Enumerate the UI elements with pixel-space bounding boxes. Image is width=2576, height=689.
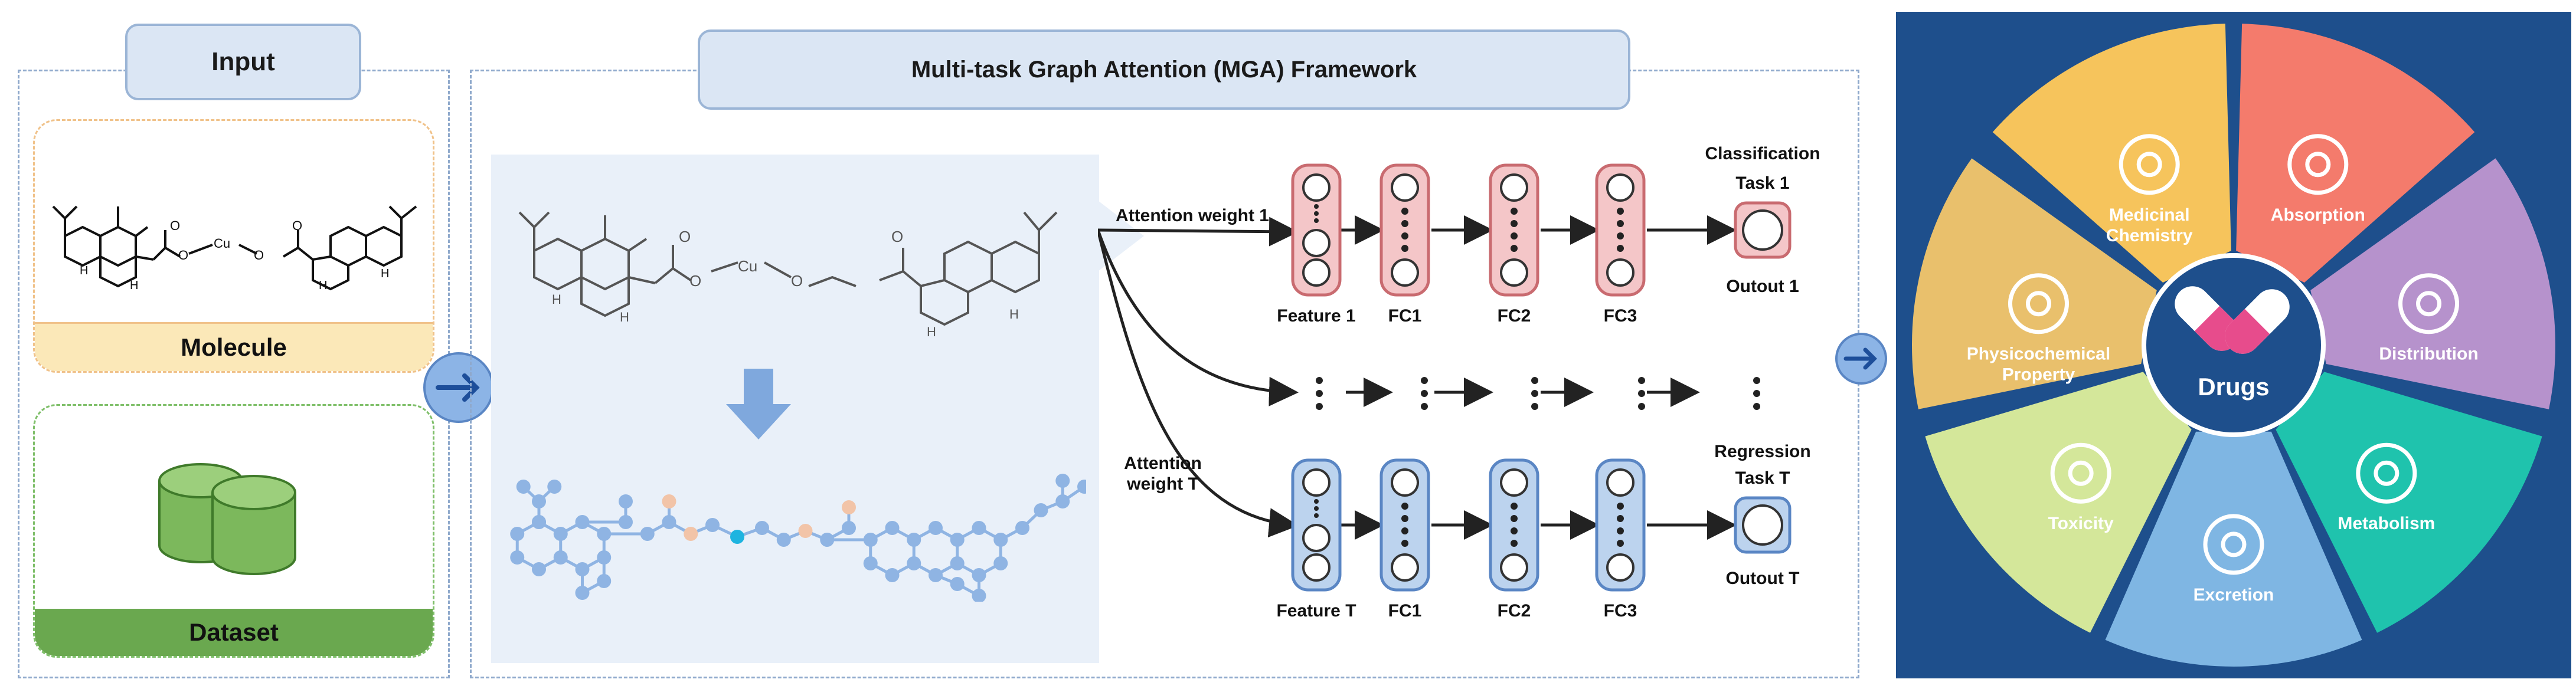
framework-title-text: Multi-task Graph Attention (MGA) Framewo…: [911, 56, 1417, 83]
attention-weight-t-line1: Attention: [1124, 454, 1202, 473]
wheel-icon-excretion-icon: [2203, 514, 2264, 575]
graph-nodes: [510, 474, 1086, 602]
wheel-icon-metabolism-icon: [2356, 442, 2417, 504]
dataset-label-band: Dataset: [35, 609, 433, 656]
dataset-card: Dataset: [33, 404, 434, 658]
top-output-node: [1734, 201, 1792, 259]
attention-weight-t-line2: weight T: [1126, 474, 1199, 494]
task-t-label: Task T: [1735, 468, 1790, 488]
fw-mol-h1: H: [552, 292, 561, 307]
wheel-center-hub: Drugs: [2142, 253, 2326, 437]
top-feature-layer: [1291, 163, 1342, 297]
regression-label: Regression: [1714, 442, 1810, 461]
top-fc2-label: FC2: [1498, 306, 1531, 326]
output-1-label: Outout 1: [1726, 277, 1799, 296]
wheel-label-medicinal: Medicinal: [2109, 205, 2190, 225]
top-fc3-label: FC3: [1604, 306, 1637, 326]
attention-arrow-t: [1098, 229, 1299, 538]
fw-mol-h3: H: [927, 324, 936, 339]
wheel-segment-metabolism: Metabolism: [2276, 372, 2542, 633]
top-fc1-label: FC1: [1388, 306, 1422, 326]
wheel-label-metabolism: Metabolism: [2338, 514, 2435, 533]
feature-1-label: Feature 1: [1277, 306, 1355, 326]
down-arrow: [726, 369, 791, 439]
input-mol-h2: H: [130, 279, 138, 292]
bottom-output-node: [1734, 496, 1792, 554]
attention-weight-1-label: Attention weight 1: [1116, 206, 1269, 225]
region-pointer: [1098, 201, 1144, 271]
fw-mol-o4: O: [891, 228, 903, 245]
wheel-label-distribution: Distribution: [2379, 344, 2478, 364]
fw-mol-cu: Cu: [738, 257, 757, 275]
input-molecule-structure: O O Cu O O H H H H: [52, 205, 417, 292]
input-mol-o4: O: [292, 218, 302, 233]
wheel-segment-toxicity: Toxicity: [1925, 372, 2192, 633]
input-mol-o1: O: [178, 248, 188, 263]
bottom-fc2-label: FC2: [1498, 601, 1531, 621]
wheel-center-label: Drugs: [2198, 373, 2269, 401]
fw-mol-h2: H: [620, 310, 629, 324]
flow-arrow-circle-2: [1835, 333, 1887, 385]
output-t-label: Outout T: [1726, 569, 1800, 588]
drug-wheel: MedicinalChemistryAbsorptionDistribution…: [1912, 24, 2555, 667]
wheel-segment-excretion: Excretion: [2105, 431, 2362, 667]
wheel-label2-medicinal: Chemistry: [2106, 226, 2193, 245]
framework-molecule-structure: O O Cu O O H H H H: [518, 211, 1058, 339]
wheel-segment-distribution: Distribution: [2310, 158, 2555, 409]
molecule-label-band: Molecule: [35, 322, 433, 371]
wheel-label-toxicity: Toxicity: [2048, 514, 2114, 533]
wheel-icon-absorption-icon: [2287, 134, 2349, 195]
input-mol-h3: H: [319, 279, 327, 292]
fw-mol-o2: O: [679, 228, 691, 245]
pill-icon: [2175, 286, 2290, 354]
wheel-label-excretion: Excretion: [2193, 585, 2274, 605]
feature-t-label: Feature T: [1276, 601, 1356, 621]
wheel-icon-distribution-icon: [2398, 273, 2460, 334]
input-title: Input: [125, 24, 361, 100]
top-fc1-layer: [1379, 163, 1430, 297]
molecule-card: Molecule: [33, 119, 434, 373]
bottom-fc1-label: FC1: [1388, 601, 1422, 621]
wheel-icon-toxicity-icon: [2050, 442, 2111, 504]
wheel-icon-physicochemical-icon: [2008, 273, 2069, 334]
bottom-feature-layer: [1291, 458, 1342, 592]
bottom-fc3-layer: [1595, 458, 1646, 592]
bottom-fc1-layer: [1379, 458, 1430, 592]
task-1-label: Task 1: [1735, 173, 1789, 193]
framework-title: Multi-task Graph Attention (MGA) Framewo…: [698, 29, 1630, 110]
wheel-label2-physicochemical: Property: [2002, 365, 2075, 385]
fw-mol-h4: H: [1009, 307, 1019, 321]
wheel-label-absorption: Absorption: [2271, 205, 2365, 225]
input-mol-cu: Cu: [214, 236, 230, 251]
input-mol-h1: H: [80, 264, 88, 277]
database-icon: [158, 463, 296, 575]
fw-mol-o1: O: [689, 272, 701, 290]
bottom-fc3-label: FC3: [1604, 601, 1637, 621]
bottom-fc2-layer: [1489, 458, 1539, 592]
wheel-segment-absorption: Absorption: [2236, 24, 2475, 283]
molecular-graph: [510, 474, 1086, 602]
wheel-label-physicochemical: Physicochemical: [1967, 344, 2110, 364]
middle-arrow: [1098, 229, 1299, 406]
classification-label: Classification: [1705, 144, 1820, 163]
mga-network: Attention weight 1 Feature 1 FC1 FC2 FC3…: [1098, 144, 1820, 621]
input-title-text: Input: [211, 47, 275, 76]
input-mol-o2: O: [170, 218, 180, 233]
input-mol-h4: H: [381, 267, 389, 280]
input-mol-o3: O: [254, 248, 264, 263]
molecule-graph-region: [491, 155, 1099, 663]
dataset-label: Dataset: [189, 618, 279, 646]
ellipsis-row: [1316, 377, 1760, 410]
top-fc2-layer: [1489, 163, 1539, 297]
wheel-icon-medicinal-icon: [2119, 134, 2180, 195]
top-fc3-layer: [1595, 163, 1646, 297]
fw-mol-o3: O: [791, 272, 803, 290]
molecule-label: Molecule: [181, 333, 287, 361]
attention-arrow-1: [1098, 216, 1299, 247]
